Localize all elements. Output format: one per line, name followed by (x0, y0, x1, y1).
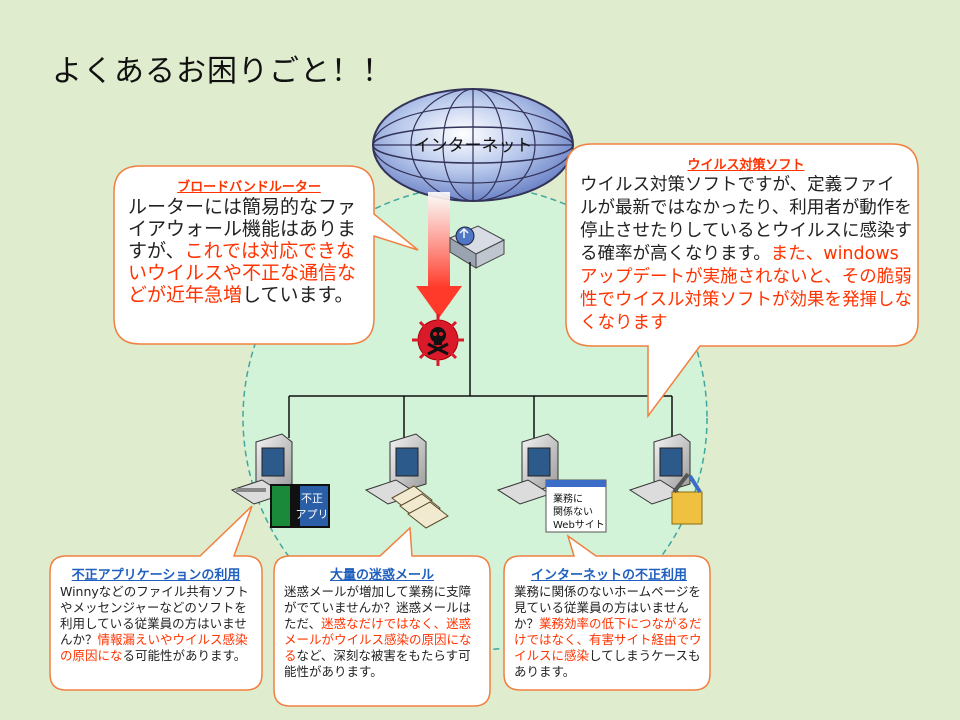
internet-misuse-note-text: 業務に関係のないホームページを見ている従業員の方はいませんか？ (514, 584, 701, 631)
app-note-header: 不正アプリケーションの利用 (71, 568, 241, 583)
internet-misuse-callout-bubble (503, 534, 711, 691)
internet-misuse-note-tail: してしまうケースもあります。 (514, 648, 701, 679)
internet-label: インターネット (414, 136, 533, 156)
router-note-tail: しています。 (242, 284, 354, 306)
router-note-text: ルーターには簡易的なファイアウォール機能はありますが、 (128, 196, 357, 262)
app-callout-bubble (49, 505, 263, 691)
pc-icon-2 (364, 433, 427, 505)
antivirus-note-text: ウイルス対策ソフトですが、定義ファイルが最新ではなかったり、利用者が動作を停止さ… (580, 175, 912, 264)
pc-icon-4 (628, 433, 691, 505)
web-label-line1: 業務に (553, 492, 583, 505)
threat-arrow (416, 192, 462, 318)
web-label-line2: 関係ない (553, 506, 593, 518)
mail-callout-bubble (273, 526, 491, 707)
router-note: ブロードバンドルーター ルーターには簡易的なファイアウォール機能はありますが、こ… (128, 180, 370, 306)
router-icon (448, 225, 506, 269)
antivirus-note: ウイルス対策ソフト ウイルス対策ソフトですが、定義ファイルが最新ではなかったり、… (580, 158, 912, 335)
web-label-line3: Webサイト (553, 519, 605, 531)
mail-note-header: 大量の迷惑メール (329, 568, 434, 583)
router-note-highlight: これでは対応できないウイルスや不正な通信などが近年急増 (128, 240, 357, 306)
internet-misuse-note-highlight: 業務効率の低下につながるだけではなく、有害サイト経由でウイルスに感染 (514, 616, 702, 663)
internet-misuse-note-header: インターネットの不正利用 (530, 568, 687, 583)
app-note: 不正アプリケーションの利用 Winnyなどのファイル共有ソフトやメッセンジャーな… (60, 567, 252, 664)
router-callout-bubble (113, 165, 419, 345)
app-note-highlight: 情報漏えいやウイルス感染の原因にな (60, 632, 248, 663)
mail-note: 大量の迷惑メール 迷惑メールが増加して業務に支障がでていませんか？迷惑メールはた… (284, 567, 480, 680)
app-label-line2: アプリ (296, 508, 329, 521)
mail-note-text: 迷惑メールが増加して業務に支障がでていませんか？迷惑メールはただ、 (284, 584, 472, 631)
antivirus-callout-bubble (565, 143, 919, 419)
internet-misuse-note: インターネットの不正利用 業務に関係のないホームページを見ている従業員の方はいま… (514, 567, 704, 680)
virus-skull-icon (412, 314, 464, 366)
app-note-text: Winnyなどのファイル共有ソフトやメッセンジャーなどのソフトを利用している従業… (60, 584, 249, 647)
malware-app-window-icon (270, 484, 330, 528)
app-note-tail: る可能性があります。 (122, 648, 247, 663)
router-note-header: ブロードバンドルーター (177, 180, 321, 195)
mail-note-highlight: 迷惑なだけではなく、迷惑メールがウイルス感染の原因になる (284, 616, 472, 663)
antivirus-note-header: ウイルス対策ソフト (687, 158, 805, 173)
mail-note-tail: など、深刻な被害をもたらす可能性があります。 (284, 648, 471, 679)
spam-mail-icon (391, 485, 449, 529)
antivirus-note-highlight: また、windowsアップデートが実施されないと、その脆弱性でウイスル対策ソフト… (580, 244, 912, 333)
pc-icon-3 (496, 433, 559, 505)
internet-globe-icon (372, 88, 574, 202)
website-window-icon (545, 479, 607, 533)
app-label-line1: 不正 (301, 492, 323, 505)
network-lines (288, 262, 673, 438)
page-title: よくあるお困りごと！！ (52, 54, 393, 89)
security-toolbox-icon (671, 472, 703, 525)
